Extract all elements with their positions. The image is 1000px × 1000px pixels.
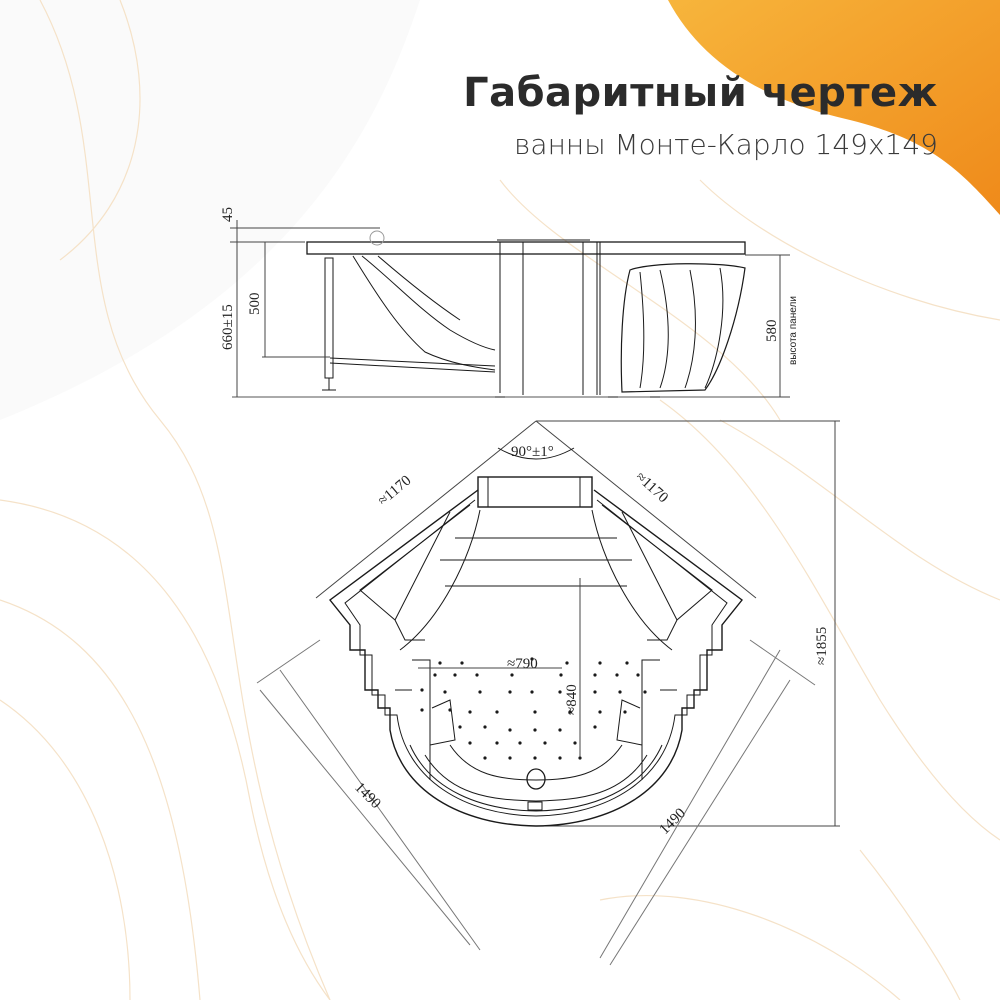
- dim-back-right: ≈1170: [632, 469, 671, 506]
- dim-inner-width: ≈790: [507, 656, 538, 672]
- top-view: ≈790 ≈840 90°±1° ≈1170 ≈1170 ≈1855 1490 …: [256, 420, 840, 966]
- dim-total-height: 660±15: [220, 304, 236, 350]
- page-title: Габаритный чертеж: [463, 70, 938, 116]
- dim-rim-height: 45: [220, 207, 236, 222]
- side-view: 45 660±15 500 580 высота панели: [220, 207, 799, 398]
- dim-inner-length: ≈840: [564, 684, 580, 715]
- page-subtitle: ванны Монте-Карло 149х149: [514, 128, 938, 161]
- panel-height-label: высота панели: [788, 296, 799, 365]
- angle-label: 90°±1°: [511, 444, 554, 460]
- air-jets: [420, 657, 647, 760]
- overflow: [527, 801, 543, 811]
- dim-back-left: ≈1170: [375, 473, 414, 509]
- orange-corner-shape: [668, 0, 1000, 215]
- dim-total-depth: ≈1855: [814, 627, 830, 665]
- leg: [322, 257, 336, 391]
- drain: [526, 768, 546, 790]
- dim-inner-depth: 500: [247, 293, 263, 316]
- front-panel: [620, 263, 746, 393]
- headrest: [477, 476, 593, 508]
- tub-outline: [329, 489, 743, 827]
- dim-panel-height: 580: [764, 320, 780, 343]
